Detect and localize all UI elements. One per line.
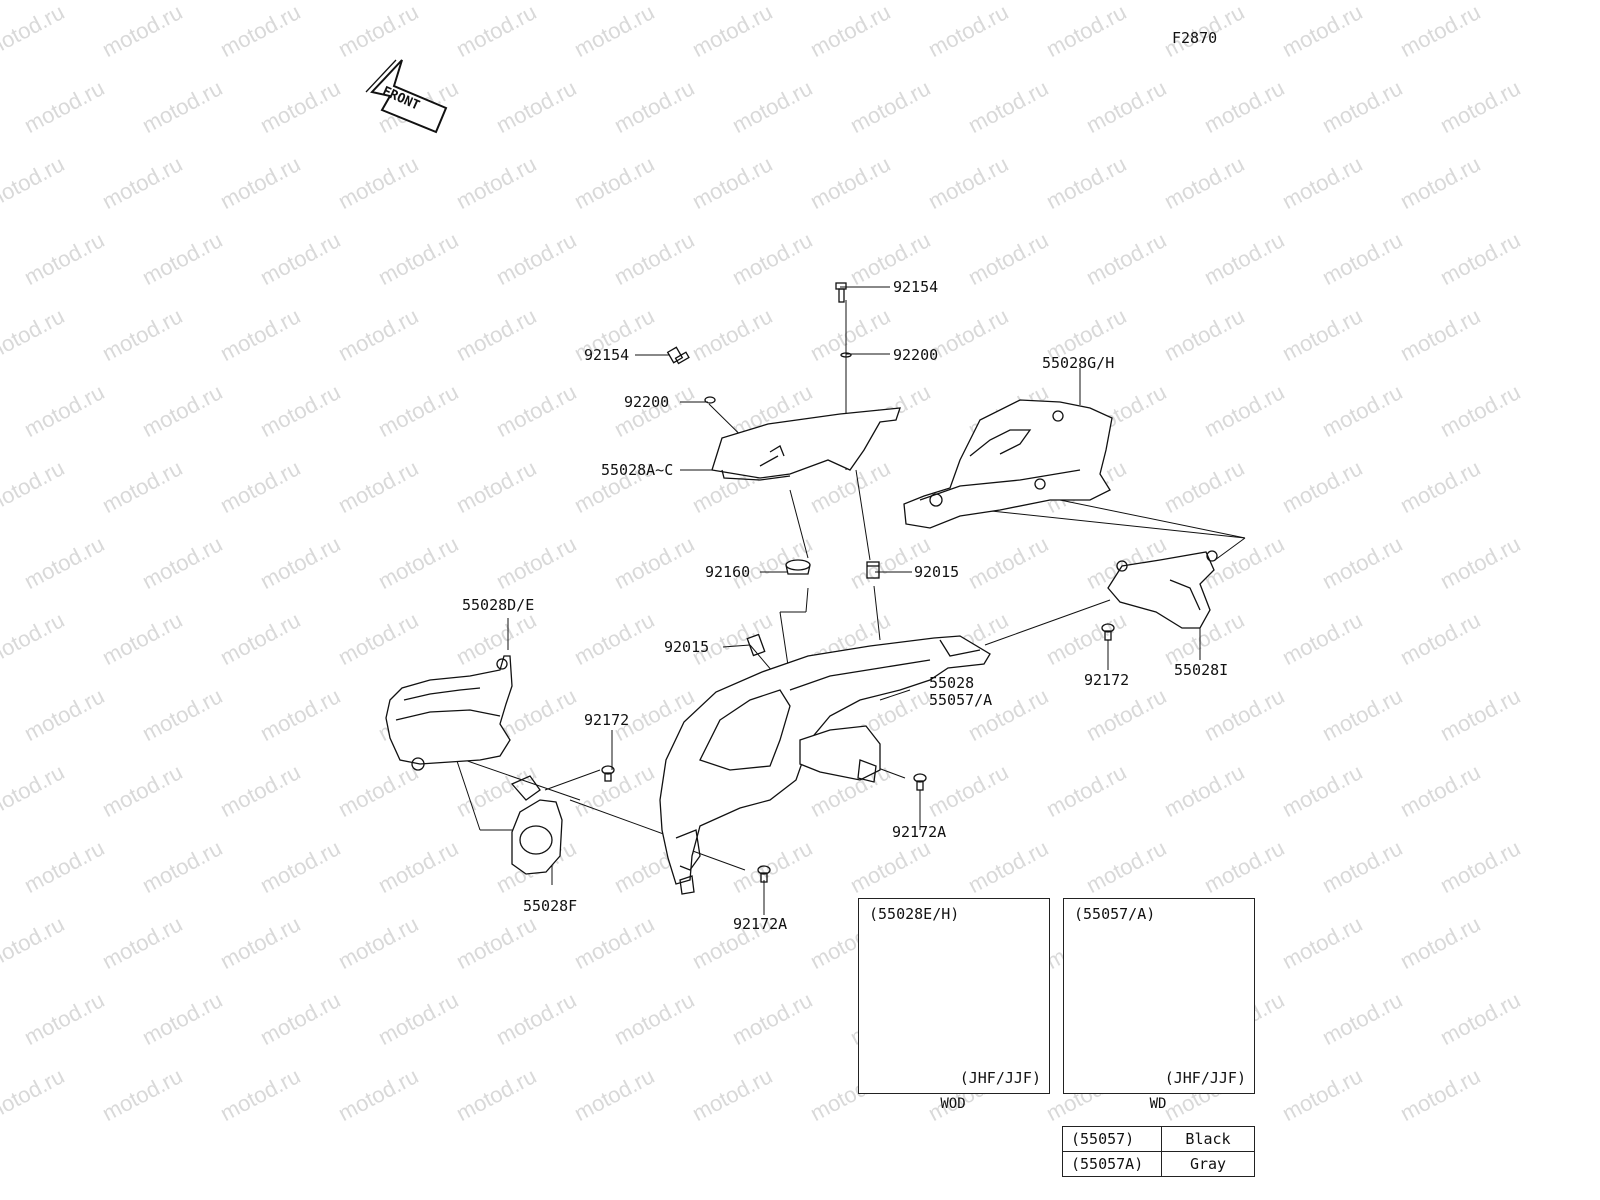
label-screw-right: 92172 [1084,671,1130,689]
label-bolt-top-left: 92154 [584,346,630,364]
color-name-cell: Gray [1161,1151,1255,1177]
inset-wd-variant: (JHF/JJF) [1164,1069,1246,1087]
label-upper-cover: 55028A~C [601,461,674,479]
washer-icon [840,352,852,358]
color-code-cell: (55057) [1062,1126,1162,1152]
inset-wd-title: (55057/A) [1074,905,1156,923]
bolt-icon [835,282,847,303]
right-cover-lower-part [1107,550,1218,629]
table-row: (55057A) Gray [1062,1151,1255,1177]
inset-box-wod: (55028E/H) (JHF/JJF) [858,898,1050,1094]
washer-icon [704,396,716,404]
label-washer-top-left: 92200 [624,393,670,411]
color-code-cell: (55057A) [1062,1151,1162,1177]
color-table: (55057) Black (55057A) Gray [1062,1126,1255,1177]
left-lower-cover-part [510,775,563,875]
upper-cover-part [711,407,901,481]
label-screw-left: 92172 [584,711,630,729]
label-right-cover-upper: 55028G/H [1042,354,1115,372]
label-left-cover: 55028D/E [462,596,535,614]
label-screw-bottom: 92172A [733,915,788,933]
label-bolt-top-center: 92154 [893,278,939,296]
table-row: (55057) Black [1062,1126,1255,1152]
grommet-icon [785,559,811,575]
inset-wd-caption: WD [1149,1096,1167,1112]
label-left-lower-cover: 55028F [523,897,578,915]
inset-wod-title: (55028E/H) [869,905,960,923]
nut-icon [746,633,766,657]
label-right-cover-lower: 55028I [1174,661,1229,679]
front-arrow-icon [365,59,448,134]
label-cowl-variant: 55057/A [929,691,993,709]
label-cowl-main: 55028 [929,674,975,692]
label-screw-center-right: 92172A [892,823,947,841]
label-nut-center: 92015 [914,563,960,581]
screw-icon [601,765,615,782]
nut-icon [866,561,880,579]
left-cover-part [385,655,513,771]
label-nut-left: 92015 [664,638,710,656]
bolt-icon [666,346,690,365]
front-cowl-part [659,635,991,895]
screw-icon [757,865,771,883]
screw-icon [1101,623,1115,641]
figure-code: F2870 [1172,29,1218,47]
screw-icon [913,773,927,791]
color-name-cell: Black [1161,1126,1255,1152]
right-cover-upper-part [903,399,1113,529]
inset-wod-variant: (JHF/JJF) [959,1069,1041,1087]
label-grommet: 92160 [705,563,751,581]
label-washer-top-center: 92200 [893,346,939,364]
fasteners [601,282,1115,883]
inset-wod-caption: WOD [940,1096,966,1112]
inset-box-wd: (55057/A) (JHF/JJF) [1063,898,1255,1094]
